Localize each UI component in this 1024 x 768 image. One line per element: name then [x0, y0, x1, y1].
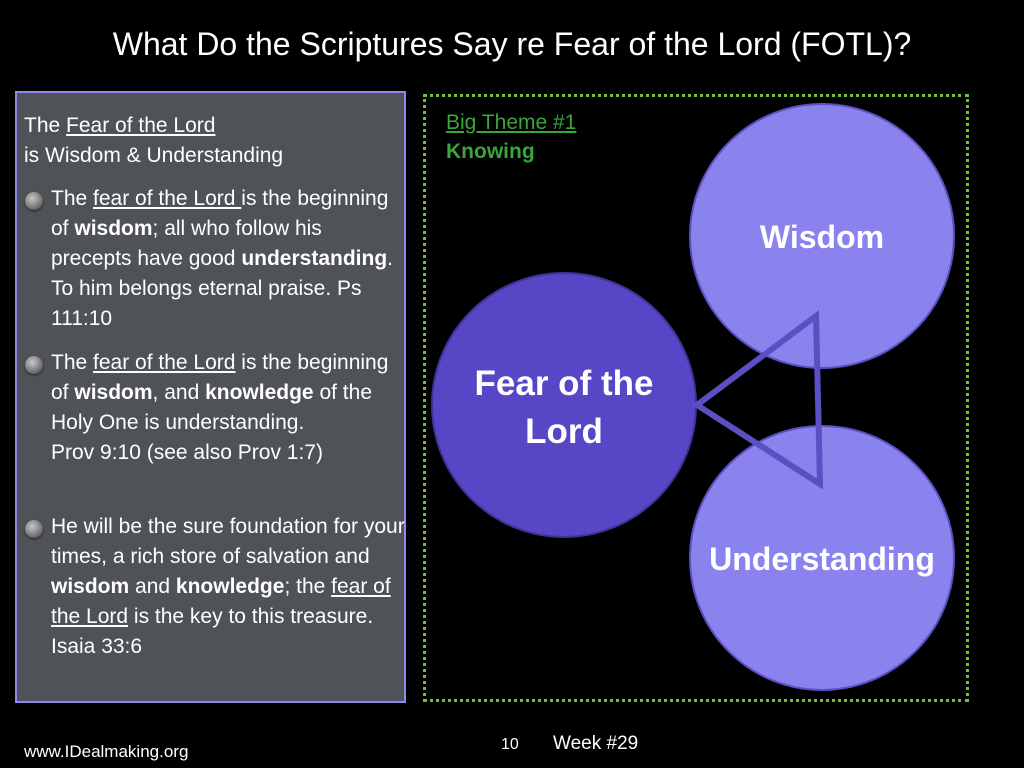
heading-prefix: The — [24, 114, 67, 137]
bullet-dot-icon — [25, 356, 43, 374]
wisdom-label: Wisdom — [759, 219, 885, 255]
slide-title: What Do the Scriptures Say re Fear of th… — [112, 26, 912, 62]
bullet-text: The fear of the Lord is the beginning of… — [51, 187, 393, 330]
understanding-circle — [689, 425, 955, 691]
heading-link: Fear of the Lord — [66, 114, 216, 137]
bullet-dot-icon — [25, 192, 43, 210]
footer-page-number: 10 — [501, 736, 519, 753]
heading-line2: is Wisdom & Understanding — [24, 144, 284, 167]
scripture-panel: The Fear of the Lord is Wisdom & Underst… — [15, 91, 406, 703]
theme-label: Big Theme #1 — [446, 111, 577, 134]
panel-heading: The Fear of the Lord is Wisdom & Underst… — [24, 111, 283, 171]
footer-website: www.IDealmaking.org — [24, 742, 189, 761]
bullet-dot-icon — [25, 520, 43, 538]
footer-week: Week #29 — [553, 733, 639, 754]
theme-subtitle: Knowing — [446, 140, 535, 163]
bullet-reference: Isaia 33:6 — [51, 635, 143, 658]
understanding-label: Understanding — [709, 541, 935, 577]
diagram-frame — [423, 94, 969, 702]
bullet-text: The fear of the Lord is the beginning of… — [51, 351, 389, 464]
bullet-reference: Prov 9:10 (see also Prov 1:7) — [51, 441, 323, 464]
wisdom-circle — [689, 103, 955, 369]
bullet-text: He will be the sure foundation for your … — [51, 515, 405, 658]
connection-triangle — [691, 310, 824, 490]
